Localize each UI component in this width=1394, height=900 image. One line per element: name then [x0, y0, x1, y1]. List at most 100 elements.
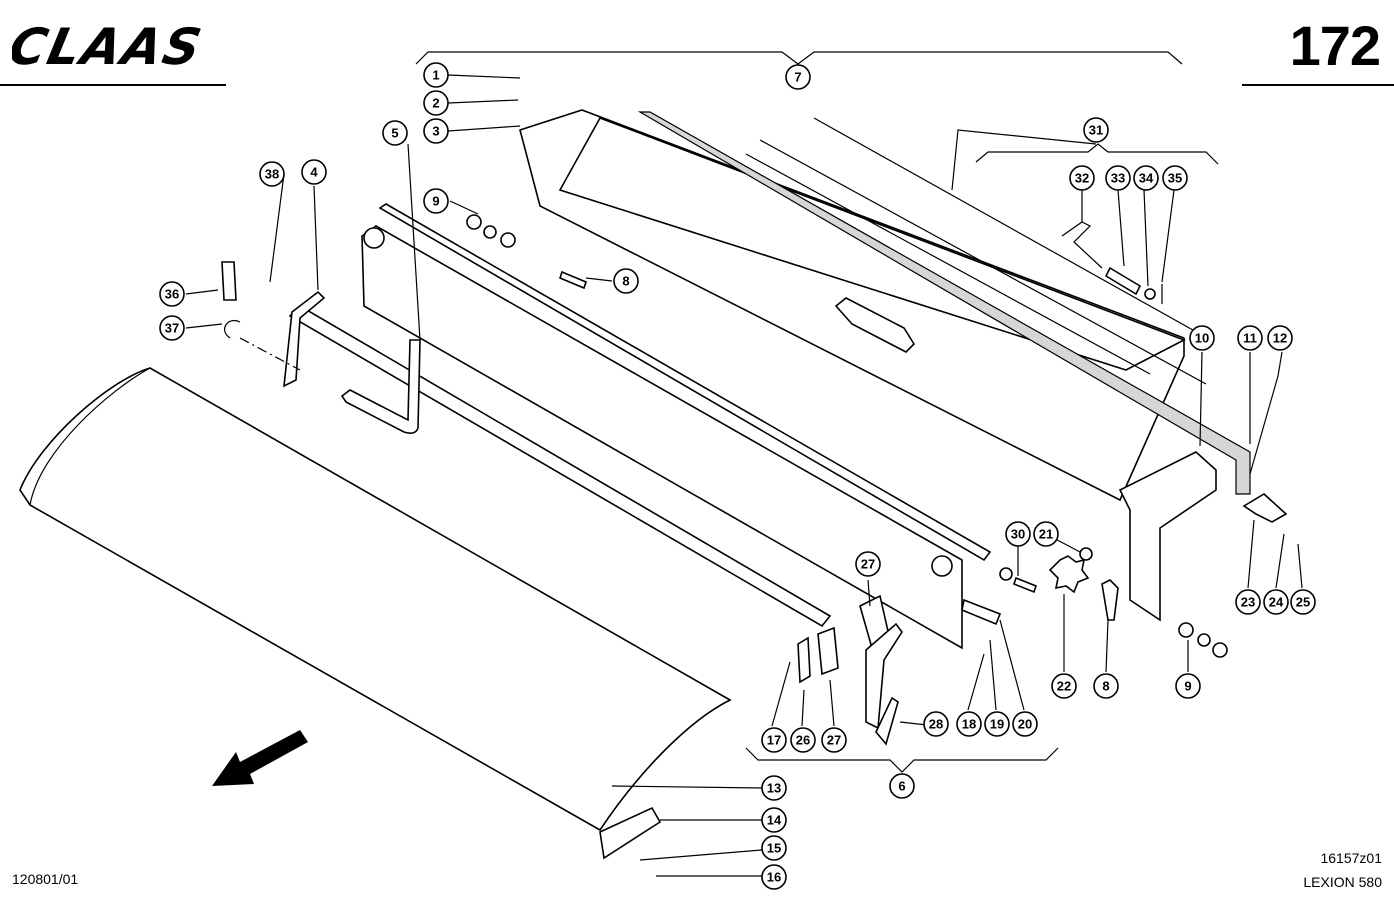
handle-grip — [834, 297, 916, 353]
bracket-7 — [415, 51, 1183, 65]
callout-26: 26 — [790, 727, 816, 753]
callout-18: 18 — [956, 711, 982, 737]
svg-text:31: 31 — [1089, 123, 1103, 138]
callout-9-bottom: 9 — [1175, 673, 1201, 699]
callout-4: 4 — [301, 159, 327, 185]
svg-text:38: 38 — [265, 167, 279, 182]
callout-24: 24 — [1263, 589, 1289, 615]
callout-21: 21 — [1033, 521, 1059, 547]
svg-text:32: 32 — [1075, 171, 1089, 186]
callout-3: 3 — [423, 118, 449, 144]
svg-text:14: 14 — [767, 813, 782, 828]
callout-8-bottom: 8 — [1093, 673, 1119, 699]
svg-text:6: 6 — [898, 779, 905, 794]
star-knob — [1048, 555, 1090, 594]
callout-13: 13 — [761, 775, 787, 801]
hood-cover-edge — [29, 367, 151, 506]
page-number: 172 — [1289, 14, 1381, 77]
svg-text:35: 35 — [1168, 171, 1182, 186]
callout-27-lower: 27 — [821, 727, 847, 753]
bar-20 — [961, 598, 1002, 626]
svg-text:8: 8 — [1102, 679, 1109, 694]
callout-7: 7 — [785, 64, 811, 90]
svg-text:16: 16 — [767, 870, 781, 885]
operating-rod-hook — [283, 290, 326, 388]
callout-12: 12 — [1267, 325, 1293, 351]
svg-text:26: 26 — [796, 733, 810, 748]
svg-text:28: 28 — [929, 717, 943, 732]
bolt-8-bottom — [1101, 579, 1119, 621]
callout-19: 19 — [984, 711, 1010, 737]
crank-handle — [1061, 221, 1103, 269]
bracket-31 — [975, 143, 1219, 165]
washer-9-top — [483, 225, 497, 239]
callout-2: 2 — [423, 90, 449, 116]
sheet-code: 120801/01 — [12, 871, 79, 887]
svg-text:1: 1 — [432, 68, 439, 83]
callout-35: 35 — [1162, 165, 1188, 191]
callout-32: 32 — [1069, 165, 1095, 191]
bolt-8-top — [559, 270, 587, 290]
callout-22: 22 — [1051, 673, 1077, 699]
claas-logo: CLAAS — [12, 18, 208, 72]
svg-text:17: 17 — [767, 733, 781, 748]
svg-text:33: 33 — [1111, 171, 1125, 186]
hood-cover — [19, 367, 732, 832]
rod-31-c — [745, 153, 1151, 375]
bolt-30 — [1013, 576, 1037, 594]
shaft-end-left — [363, 227, 385, 249]
operating-rod-handle — [340, 339, 421, 434]
svg-text:2: 2 — [432, 96, 439, 111]
plate-28 — [875, 696, 899, 746]
washer-21 — [1079, 547, 1093, 561]
latch-hook — [865, 622, 903, 730]
svg-text:34: 34 — [1139, 171, 1154, 186]
latch-block-27 — [817, 626, 839, 676]
svg-text:13: 13 — [767, 781, 781, 796]
brand-logotype: CLAAS — [12, 18, 208, 72]
bushing-9-bottom — [1178, 622, 1194, 638]
nut-9-top — [466, 214, 482, 230]
svg-text:10: 10 — [1195, 331, 1209, 346]
compression-spring — [1104, 266, 1142, 296]
rod-31-a — [813, 117, 1201, 335]
washer-34 — [1144, 288, 1156, 300]
callout-33: 33 — [1105, 165, 1131, 191]
circlip-37 — [224, 320, 241, 339]
svg-text:4: 4 — [310, 165, 318, 180]
svg-text:24: 24 — [1269, 595, 1284, 610]
callout-8-top: 8 — [613, 268, 639, 294]
svg-text:27: 27 — [827, 733, 841, 748]
svg-text:37: 37 — [165, 321, 179, 336]
header-rule-left — [0, 84, 226, 86]
bracket-6 — [745, 747, 1059, 773]
callout-11: 11 — [1237, 325, 1263, 351]
svg-text:23: 23 — [1241, 595, 1255, 610]
svg-text:12: 12 — [1273, 331, 1287, 346]
callout-31: 31 — [1083, 117, 1109, 143]
callout-30: 30 — [1005, 521, 1031, 547]
direction-arrow-icon — [212, 730, 308, 786]
callout-25: 25 — [1290, 589, 1316, 615]
callout-20: 20 — [1012, 711, 1038, 737]
rod-31-b — [759, 139, 1207, 385]
callout-34: 34 — [1133, 165, 1159, 191]
washer-30 — [999, 567, 1013, 581]
bushing-9-top — [500, 232, 516, 248]
nut-9-bottom — [1212, 642, 1228, 658]
tension-spring — [221, 261, 237, 301]
svg-text:9: 9 — [432, 194, 439, 209]
callout-1: 1 — [423, 62, 449, 88]
callout-37: 37 — [159, 315, 185, 341]
washer-9-bottom — [1197, 633, 1211, 647]
svg-text:7: 7 — [794, 70, 801, 85]
main-shaft — [378, 203, 992, 562]
leaders — [185, 74, 1303, 877]
callout-14: 14 — [761, 807, 787, 833]
svg-text:3: 3 — [432, 124, 439, 139]
callout-9-top: 9 — [423, 188, 449, 214]
svg-text:15: 15 — [767, 841, 781, 856]
svg-text:11: 11 — [1243, 331, 1257, 346]
callout-5: 5 — [382, 120, 408, 146]
